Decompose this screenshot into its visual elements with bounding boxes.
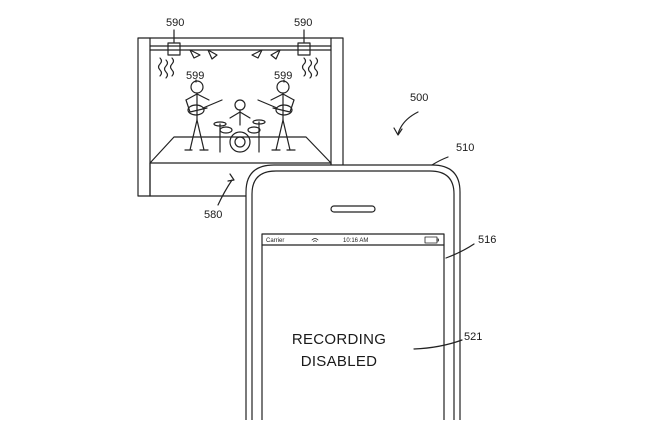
phone-device [245,156,475,425]
drummer [213,99,266,153]
stage-lamp-icon [189,49,201,59]
recording-message-line2: DISABLED [301,353,378,370]
ref-label-599-right: 599 [274,70,292,82]
wifi-icon [311,238,319,242]
phone-screen [261,233,445,425]
stage-lamp-icon [207,49,218,60]
ref-label-580: 580 [204,209,222,221]
light-rays-left [157,57,175,79]
leader-line-516 [445,243,475,259]
spotlight-icon [167,42,181,56]
ref-label-516: 516 [478,234,496,246]
stage-frame [137,37,344,197]
stage-scene [137,29,344,206]
ref-label-521: 521 [464,331,482,343]
speaker-slot [330,205,376,213]
bass-drum-icon [229,131,251,153]
battery-icon [424,236,439,244]
leader-line-580 [217,179,233,206]
ref-label-500: 500 [410,92,428,104]
leader-line-521 [413,339,463,350]
guitarist-left [184,80,223,151]
leader-line-500 [397,111,419,135]
stage-lamp-icon [270,49,281,60]
ref-label-510: 510 [456,142,474,154]
phone-body-outer [245,164,461,425]
stage-platform [149,136,332,164]
spotlight-icon [297,42,311,56]
status-time: 10:16 AM [343,238,368,244]
status-carrier: Carrier [266,238,284,244]
ref-label-590-left: 590 [166,17,184,29]
recording-message-line1: RECORDING [292,331,386,348]
ref-label-590-right: 590 [294,17,312,29]
phone-body-inner [251,170,455,425]
leader-arrowhead-580 [227,173,235,182]
guitarist-right [257,80,296,151]
stage-lamp-icon [251,49,263,59]
leader-arrowhead-500 [393,127,403,136]
light-rays-right [301,57,319,79]
leader-line-510 [431,156,449,166]
ref-label-599-left: 599 [186,70,204,82]
